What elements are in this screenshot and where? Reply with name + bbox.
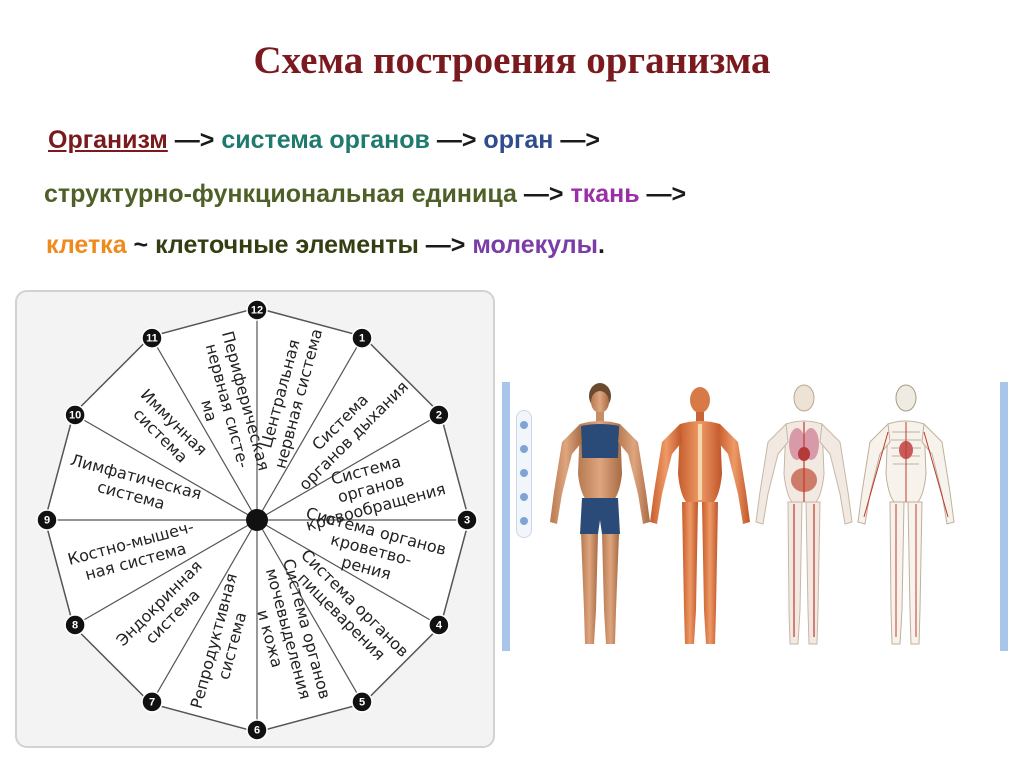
tilde-separator: ~ — [126, 231, 156, 259]
arrow: —> — [516, 180, 571, 208]
wheel-number-badge — [64, 404, 86, 426]
wheel-number-label: 7 — [149, 696, 155, 708]
wheel-number-label: 5 — [359, 696, 365, 708]
human-figure-skeleton — [857, 384, 955, 645]
hierarchy-line-2: структурно-функциональная единица —> тка… — [44, 180, 686, 209]
wheel-number-badge — [351, 691, 373, 713]
anatomy-figures-panel — [502, 382, 1008, 651]
wheel-number-label: 9 — [44, 514, 50, 526]
arrow: —> — [429, 126, 484, 154]
wheel-spoke — [150, 336, 258, 521]
rotate-icon[interactable] — [520, 469, 528, 477]
term-cell-elements: клеточные элементы — [155, 231, 419, 259]
human-figure-skin — [550, 383, 650, 644]
wheel-number-badge — [246, 299, 268, 321]
wheel-spoke — [256, 519, 364, 704]
wheel-number-label: 1 — [359, 333, 365, 345]
arrow: —> — [553, 126, 600, 154]
term-cell: клетка — [46, 231, 127, 259]
arrow: —> — [639, 180, 687, 208]
wheel-spoke — [150, 519, 258, 704]
viewer-toolbar[interactable] — [516, 410, 532, 538]
wheel-number-badge — [351, 327, 373, 349]
wheel-spoke — [73, 519, 258, 627]
viewer-right-bar — [1000, 382, 1008, 651]
wheel-number-badge — [36, 509, 58, 531]
zoom-out-icon[interactable] — [520, 517, 528, 525]
term-organism: Организм — [48, 126, 168, 154]
layer-icon[interactable] — [520, 493, 528, 501]
wheel-spoke — [256, 519, 441, 627]
slide-title: Схема построения организма — [253, 39, 771, 82]
wheel-spoke — [256, 413, 441, 521]
wheel-number-label: 3 — [464, 514, 470, 526]
human-figure-muscles — [650, 387, 750, 644]
wheel-number-badge — [246, 719, 268, 741]
period: . — [597, 231, 605, 259]
wheel-number-label: 2 — [436, 409, 442, 421]
zoom-slider-icon[interactable] — [520, 445, 528, 453]
wheel-number-label: 10 — [69, 409, 81, 421]
wheel-spoke — [256, 336, 364, 521]
wheel-number-badge — [428, 404, 450, 426]
wheel-spoke — [73, 413, 258, 521]
viewer-left-bar — [502, 382, 510, 651]
term-molecules: молекулы — [472, 231, 598, 259]
wheel-number-badge — [141, 691, 163, 713]
term-structural-unit: структурно-функциональная единица — [44, 180, 517, 208]
arrow: —> — [167, 126, 222, 154]
wheel-number-label: 8 — [72, 619, 78, 631]
human-figure-organs — [755, 384, 853, 645]
hierarchy-line-3: клетка ~ клеточные элементы —> молекулы. — [46, 231, 605, 260]
wheel-number-badge — [141, 327, 163, 349]
hierarchy-line-1: Организм —> система органов —> орган —> — [48, 126, 600, 155]
wheel-number-label: 11 — [146, 333, 158, 345]
wheel-hub — [246, 509, 268, 531]
wheel-number-label: 6 — [254, 724, 260, 736]
term-organ-system: система органов — [221, 126, 430, 154]
arrow: —> — [418, 231, 473, 259]
wheel-number-badge — [64, 614, 86, 636]
wheel-number-label: 12 — [251, 304, 263, 316]
wheel-number-badge — [428, 614, 450, 636]
anatomy-figures — [550, 383, 955, 645]
term-tissue: ткань — [570, 180, 640, 208]
zoom-in-icon[interactable] — [520, 421, 528, 429]
wheel-number-label: 4 — [436, 619, 443, 631]
term-organ: орган — [483, 126, 554, 154]
wheel-number-badge — [456, 509, 478, 531]
